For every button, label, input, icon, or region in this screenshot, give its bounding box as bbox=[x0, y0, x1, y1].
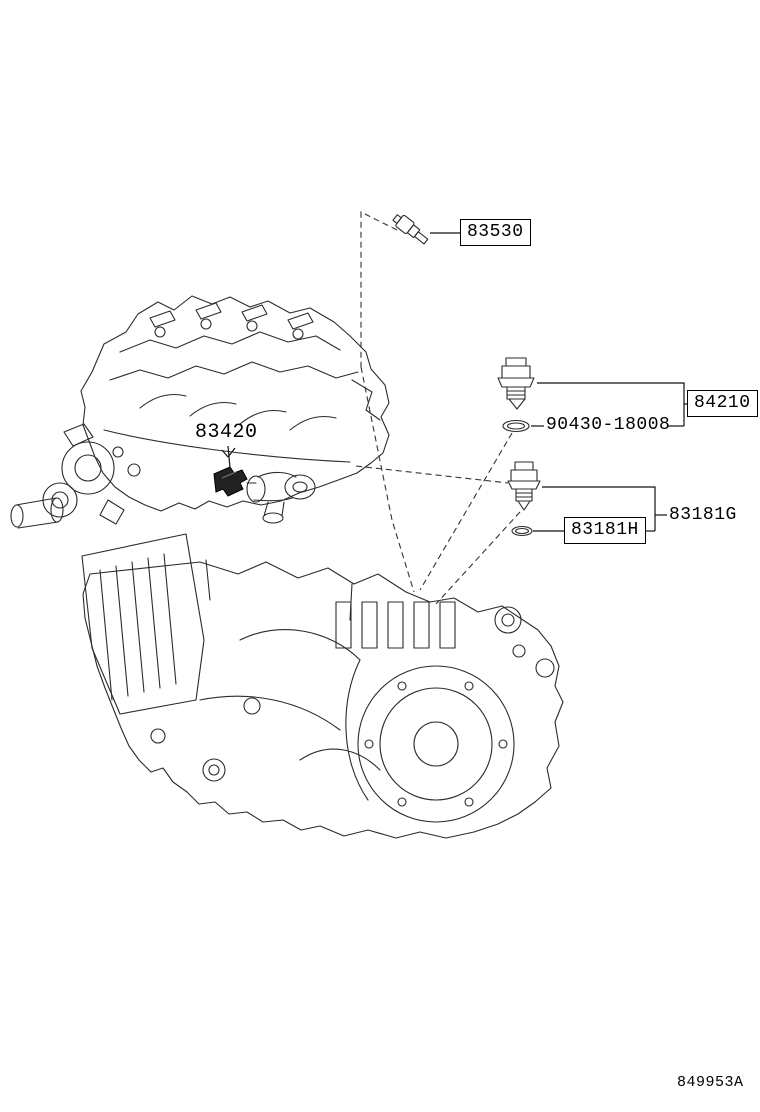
part-label-84210[interactable]: 84210 bbox=[687, 390, 758, 417]
gasket-90430-glyph[interactable] bbox=[502, 419, 530, 433]
part-label-83530[interactable]: 83530 bbox=[460, 219, 531, 246]
oring-83181h-glyph[interactable] bbox=[511, 525, 533, 537]
part-number-text: 83530 bbox=[467, 222, 524, 242]
part-number-text: 83181G bbox=[669, 505, 737, 525]
switch-84210-glyph[interactable] bbox=[497, 357, 535, 410]
part-label-83181h[interactable]: 83181H bbox=[564, 517, 646, 544]
hidden-location-dashed-lines bbox=[355, 211, 521, 605]
callout-leader-lines bbox=[221, 232, 687, 532]
part-number-text: 84210 bbox=[694, 393, 751, 413]
drawing-code: 849953A bbox=[677, 1074, 744, 1091]
switch-83181-glyph[interactable] bbox=[507, 461, 541, 511]
part-number-text: 83181H bbox=[571, 520, 639, 540]
part-number-text: 90430-18008 bbox=[546, 415, 671, 435]
switch-83420-glyph[interactable] bbox=[213, 466, 257, 497]
part-label-83181g[interactable]: 83181G bbox=[669, 505, 737, 526]
transaxle-art bbox=[81, 533, 564, 839]
sensor-83530-glyph[interactable] bbox=[391, 212, 430, 247]
engine-block-art bbox=[10, 295, 390, 529]
part-label-90430-18008[interactable]: 90430-18008 bbox=[546, 415, 670, 436]
part-label-83420[interactable]: 83420 bbox=[195, 421, 258, 444]
part-number-text: 83420 bbox=[195, 421, 258, 444]
